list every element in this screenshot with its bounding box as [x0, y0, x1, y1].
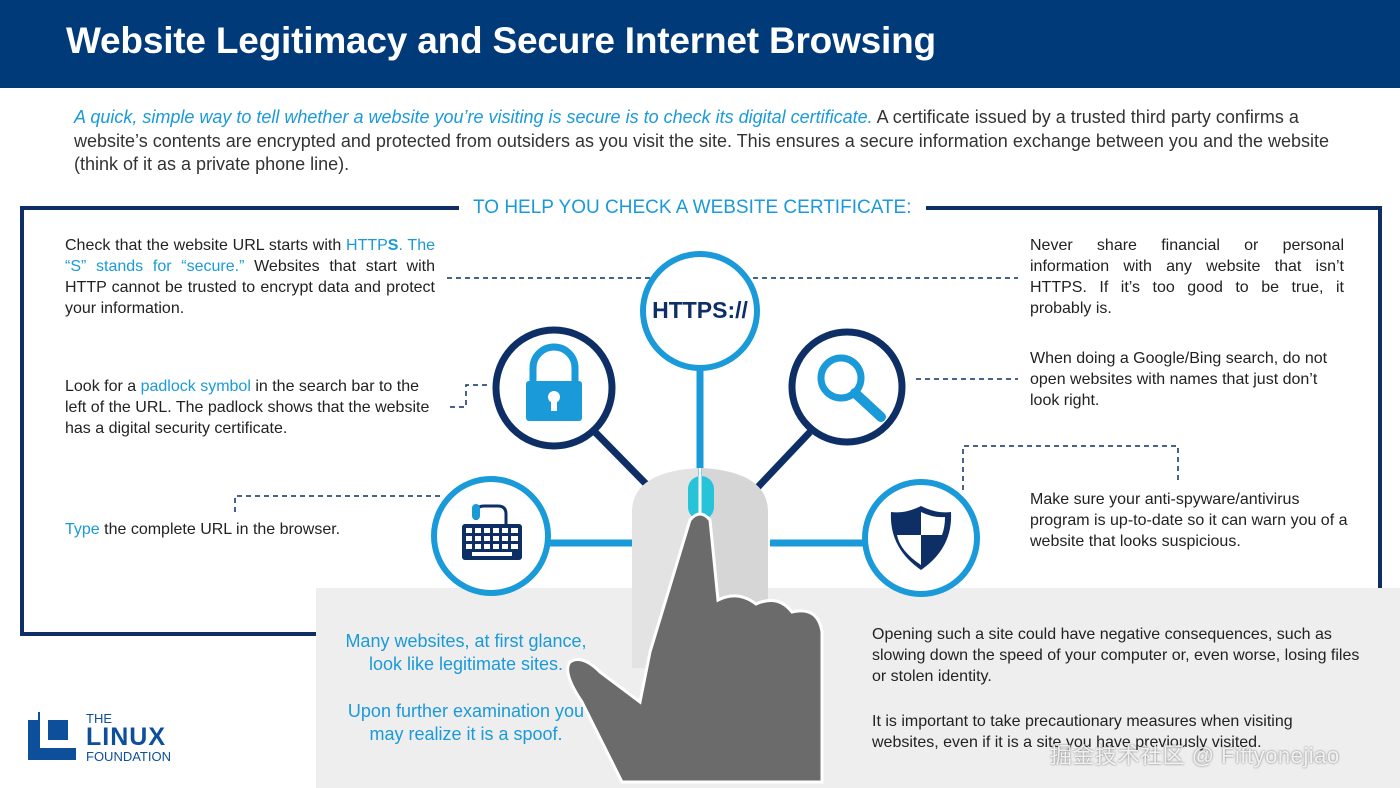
type-leader: [234, 495, 442, 512]
watermark: 掘金技术社区 @ Fiftyonejiao: [1050, 743, 1340, 768]
gray-left-text: Many websites, at first glance, look lik…: [330, 630, 602, 770]
tip-padlock-link: padlock symbol: [140, 378, 251, 395]
tip-type: Type the complete URL in the browser.: [65, 519, 405, 540]
linux-foundation-logo-icon: [28, 710, 76, 760]
tip-https-s-line: The “S” stands for “secure.”: [65, 237, 435, 275]
title-banner: Website Legitimacy and Secure Internet B…: [0, 0, 1400, 88]
keyboard-icon: [431, 476, 551, 596]
tip-search: When doing a Google/Bing search, do not …: [1030, 350, 1328, 409]
padlock-leader: [450, 384, 490, 408]
shield-icon: [862, 479, 980, 597]
spokes: [550, 368, 866, 547]
gray-right-p2: It is important to take precautionary me…: [872, 713, 1293, 751]
https-label: HTTPS://: [652, 297, 748, 323]
tip-type-rest: the complete URL in the browser.: [99, 521, 341, 538]
logo-text: THE LINUX FOUNDATION: [86, 712, 171, 763]
https-icon: [640, 251, 760, 371]
gray-panel: [316, 588, 1400, 788]
tip-share: Never share financial or personal inform…: [1030, 237, 1344, 317]
logo-line2: LINUX: [86, 723, 166, 751]
antivirus-leader: [962, 445, 1179, 490]
section-title: TO HELP YOU CHECK A WEBSITE CERTIFICATE:: [459, 196, 926, 220]
intro-rest: A certificate issued by a trusted third …: [74, 107, 1330, 174]
gray-right-text: Opening such a site could have negative …: [872, 624, 1362, 777]
tip-padlock-p2: in the search bar to the left of the URL…: [65, 378, 430, 437]
gray-left-p2: Upon further examination you may realize…: [347, 701, 585, 744]
tip-padlock: Look for a padlock symbol in the search …: [65, 376, 437, 439]
tip-https-s: S: [387, 237, 399, 254]
intro-paragraph: A quick, simple way to tell whether a we…: [74, 106, 1364, 177]
page-title: Website Legitimacy and Secure Internet B…: [66, 20, 936, 61]
tip-https: Check that the website URL starts with H…: [65, 235, 435, 319]
tip-padlock-p1: Look for a: [65, 378, 141, 395]
tip-https-p1: Check that the website URL starts with: [65, 237, 347, 254]
tip-https-p2: .: [398, 237, 408, 254]
gray-left-p1: Many websites, at first glance, look lik…: [345, 631, 587, 674]
intro-lead: A quick, simple way to tell whether a we…: [74, 107, 873, 127]
tip-https-p3: Websites that start with HTTP cannot be …: [65, 258, 436, 317]
tip-type-link: Type: [65, 521, 100, 538]
leader-lines: [234, 277, 1179, 512]
tip-antivirus: Make sure your anti-spyware/antivirus pr…: [1030, 491, 1348, 550]
hand-icon: [566, 512, 824, 784]
tip-https-http: HTTP: [346, 237, 388, 254]
padlock-icon: [492, 326, 616, 450]
magnifier-icon: [788, 328, 906, 446]
gray-right-p1: Opening such a site could have negative …: [872, 626, 1360, 685]
logo-line3: FOUNDATION: [86, 749, 171, 764]
logo-line1: THE: [86, 711, 112, 726]
